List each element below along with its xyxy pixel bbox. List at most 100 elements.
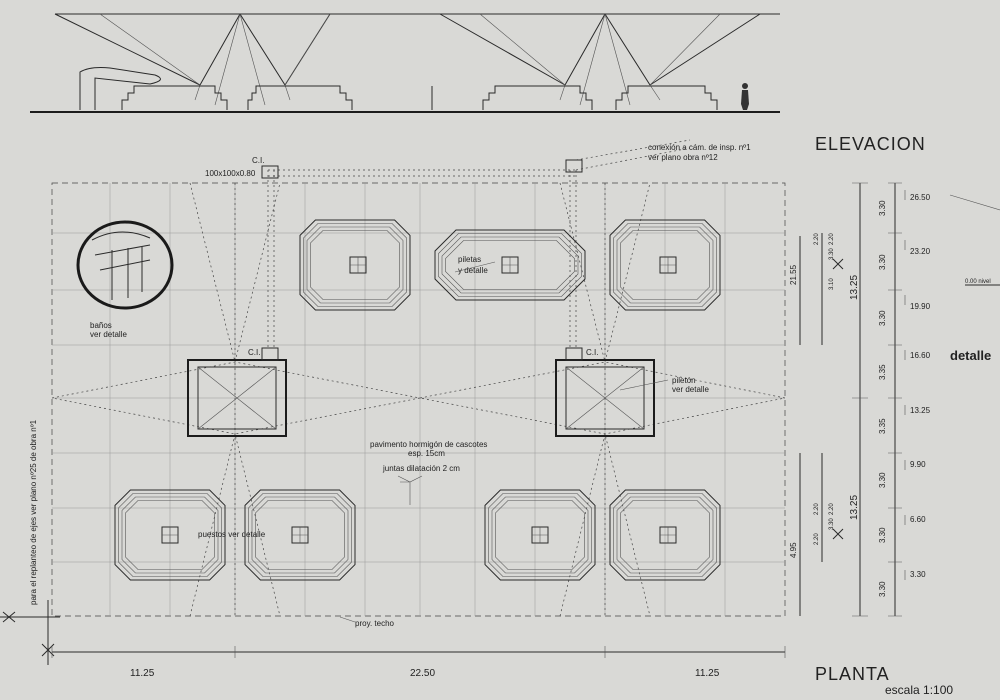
small-dimensions: 2.20 3.30 3.10 2.20 3.30 2.20 2.20 2.20	[814, 233, 835, 545]
note-ci-right: C.I.	[586, 348, 598, 357]
elevation-title: ELEVACION	[815, 134, 926, 154]
side-level: 0.00 nivel	[965, 279, 991, 285]
proy-leader	[339, 616, 356, 623]
module-dimension: 3.30	[878, 527, 887, 543]
level-mark: 26.50	[910, 193, 931, 202]
module-dimensions: 3.303.303.303.353.353.303.303.30	[878, 200, 887, 597]
module-dimension: 3.30	[878, 254, 887, 270]
stall-cluster	[434, 229, 586, 301]
dim-right-inner-2: 4.95	[789, 542, 798, 558]
column-platform-left	[187, 359, 287, 437]
level-mark: 16.60	[910, 351, 931, 360]
small-dimension: 2.20	[814, 233, 820, 245]
stall-cluster	[484, 489, 596, 581]
roof-cone-left	[99, 13, 331, 106]
detail-title: detalle	[950, 348, 991, 363]
sink	[349, 256, 367, 274]
module-dimension: 3.35	[878, 364, 887, 380]
roof-folds-right	[439, 13, 761, 86]
inspection-chamber-top-right	[565, 159, 583, 173]
sink-fixtures	[161, 256, 677, 544]
dim-bottom-3: 11.25	[695, 668, 720, 679]
scale-label: escala 1:100	[885, 683, 953, 697]
stall-cluster	[114, 489, 226, 581]
note-conexion-2: ver plano obra nº12	[648, 153, 718, 162]
small-dimension: 2.20	[829, 503, 835, 515]
level-marks: 26.50 23.20 19.90 16.60 13.25 9.90 6.60 3.30	[910, 193, 931, 579]
dim-bottom-1: 11.25	[130, 668, 155, 679]
small-dimension: 3.10	[829, 278, 835, 290]
market-stalls	[114, 219, 721, 581]
roof-folds-left	[54, 13, 331, 86]
drainage-pipes	[267, 139, 691, 350]
joint-arrow	[397, 475, 423, 505]
dim-right-inner-1: 21.55	[789, 264, 798, 285]
level-mark: 3.30	[910, 570, 926, 579]
note-puestos: puestos ver detalle	[198, 530, 266, 539]
note-banos: baños	[90, 321, 112, 330]
bathroom-elevation	[79, 67, 161, 110]
note-ci-left: C.I.	[248, 348, 260, 357]
right-dimension-lines	[799, 182, 1000, 617]
note-banos-2: ver detalle	[90, 330, 127, 339]
level-mark: 23.20	[910, 247, 931, 256]
inspection-chamber-left	[261, 347, 279, 361]
note-pavimento-2: esp. 15cm	[408, 449, 445, 458]
dim-right-mid-2: 13.25	[849, 495, 860, 520]
dim-right-mid-1: 13.25	[849, 275, 860, 300]
note-ci-top: C.I.	[252, 156, 264, 165]
sink	[531, 526, 549, 544]
note-ci-dims: 100x100x0.80	[205, 169, 256, 178]
piletas-leader	[454, 261, 496, 273]
sink	[161, 526, 179, 544]
stalls-elevation-right	[482, 85, 718, 110]
inspection-chamber-top-left	[261, 165, 279, 179]
structural-grid	[52, 183, 785, 616]
note-juntas: juntas dilatación 2 cm	[382, 464, 460, 473]
stall-cluster	[299, 219, 411, 311]
note-conexion: conexión a cám. de insp. nº1	[648, 143, 751, 152]
note-pileton-2: ver detalle	[672, 385, 709, 394]
module-dimension: 3.30	[878, 310, 887, 326]
note-proy-techo: proy. techo	[355, 619, 395, 628]
note-piletas-2: y detalle	[458, 266, 488, 275]
plan-title: PLANTA	[815, 664, 890, 684]
stall-cluster	[609, 219, 721, 311]
human-figure	[741, 83, 749, 110]
plan-drawing	[0, 139, 1000, 665]
dim-bottom-2: 22.50	[410, 668, 435, 679]
level-mark: 13.25	[910, 406, 931, 415]
module-dimension: 3.35	[878, 418, 887, 434]
bottom-dimension-line	[51, 646, 786, 658]
level-mark: 19.90	[910, 302, 931, 311]
roof-cone-right	[479, 13, 721, 106]
small-dimension: 2.20	[829, 233, 835, 245]
pileton-leader	[619, 379, 669, 391]
axis-markers	[0, 600, 60, 665]
level-mark: 6.60	[910, 515, 926, 524]
stall-cluster	[609, 489, 721, 581]
note-replanteo: para el replanteo de ejes ver plano nº25…	[29, 419, 38, 605]
module-dimension: 3.30	[878, 472, 887, 488]
roof-projection	[51, 182, 786, 617]
note-pavimento: pavimento hormigón de cascotes	[370, 440, 487, 449]
note-pileton: piletón	[672, 376, 696, 385]
sink	[659, 526, 677, 544]
inspection-chamber-right	[565, 347, 583, 361]
stall-cluster	[244, 489, 356, 581]
small-dimension: 2.20	[814, 533, 820, 545]
column-platform-right	[555, 359, 655, 437]
level-mark: 9.90	[910, 460, 926, 469]
sink	[659, 256, 677, 274]
bathroom-block	[76, 220, 174, 310]
small-dimension: 2.20	[814, 503, 820, 515]
stalls-elevation-left	[121, 85, 353, 110]
note-piletas: piletas	[458, 255, 481, 264]
sink	[501, 256, 519, 274]
sink	[291, 526, 309, 544]
small-dimension: 3.30	[829, 518, 835, 530]
elevation-drawing	[30, 13, 780, 113]
small-dimension: 3.30	[829, 248, 835, 260]
